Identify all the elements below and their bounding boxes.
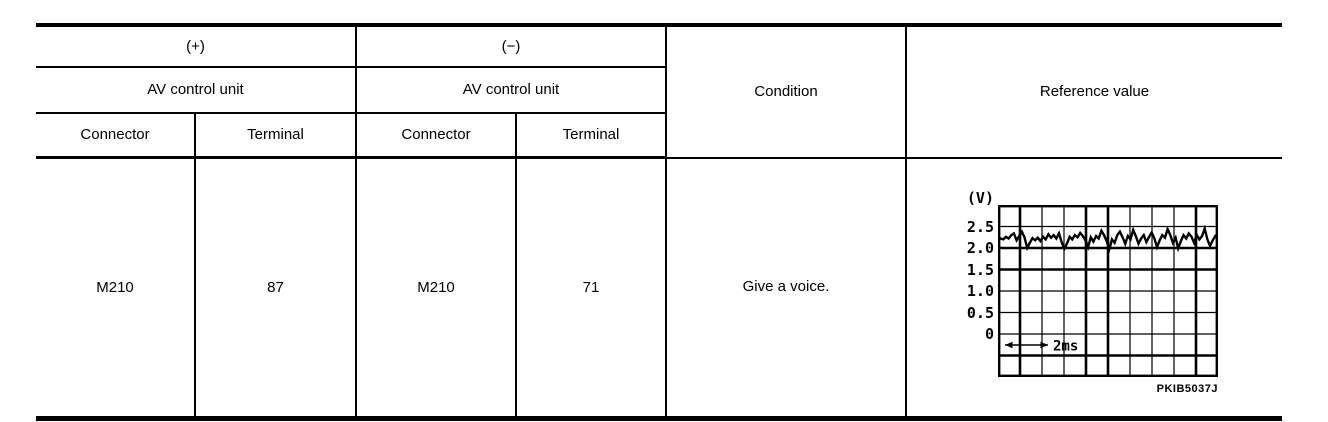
header-condition: Condition (665, 24, 907, 159)
subheader-connector-plus: Connector (36, 112, 196, 159)
cell-minus-terminal: 71 (515, 156, 667, 420)
cell-minus-connector: M210 (355, 156, 517, 420)
scope-time-arrow (1005, 341, 1048, 348)
scope-time-label: 2ms (1053, 338, 1078, 354)
scope-ytick-0: 0 (984, 324, 994, 343)
header-reference-value: Reference value (905, 24, 1282, 159)
cell-reference-value: (V) 2.5 2.0 1.5 1.0 0.5 0 2ms PKIB5037J (905, 156, 1282, 420)
oscilloscope-figure: (V) 2.5 2.0 1.5 1.0 0.5 0 2ms PKIB5037J (952, 188, 1222, 403)
header-minus: (−) (355, 24, 667, 68)
cell-plus-terminal: 87 (194, 156, 357, 420)
subheader-connector-minus: Connector (355, 112, 517, 159)
scope-ytick-1-5: 1.5 (966, 260, 994, 279)
scope-ytick-0-5: 0.5 (966, 303, 994, 322)
header-av-unit-plus: AV control unit (36, 66, 357, 114)
cell-plus-connector: M210 (36, 156, 196, 420)
scope-waveform (998, 223, 1218, 254)
cell-condition: Give a voice. (665, 156, 907, 420)
header-av-unit-minus: AV control unit (355, 66, 666, 114)
scope-ytick-2-5: 2.5 (966, 217, 994, 236)
scope-ytick-1-0: 1.0 (966, 281, 994, 300)
subheader-terminal-plus: Terminal (194, 112, 357, 159)
reference-table: (+) (−) Condition Reference value AV con… (36, 23, 1282, 421)
header-plus: (+) (36, 24, 357, 68)
scope-grid (998, 204, 1218, 377)
scope-ytick-2-0: 2.0 (966, 238, 994, 257)
scope-y-axis-label: (V) (966, 188, 994, 207)
figure-code: PKIB5037J (1156, 382, 1218, 395)
scope-plot: 2ms (998, 204, 1218, 377)
subheader-terminal-minus: Terminal (515, 112, 666, 159)
